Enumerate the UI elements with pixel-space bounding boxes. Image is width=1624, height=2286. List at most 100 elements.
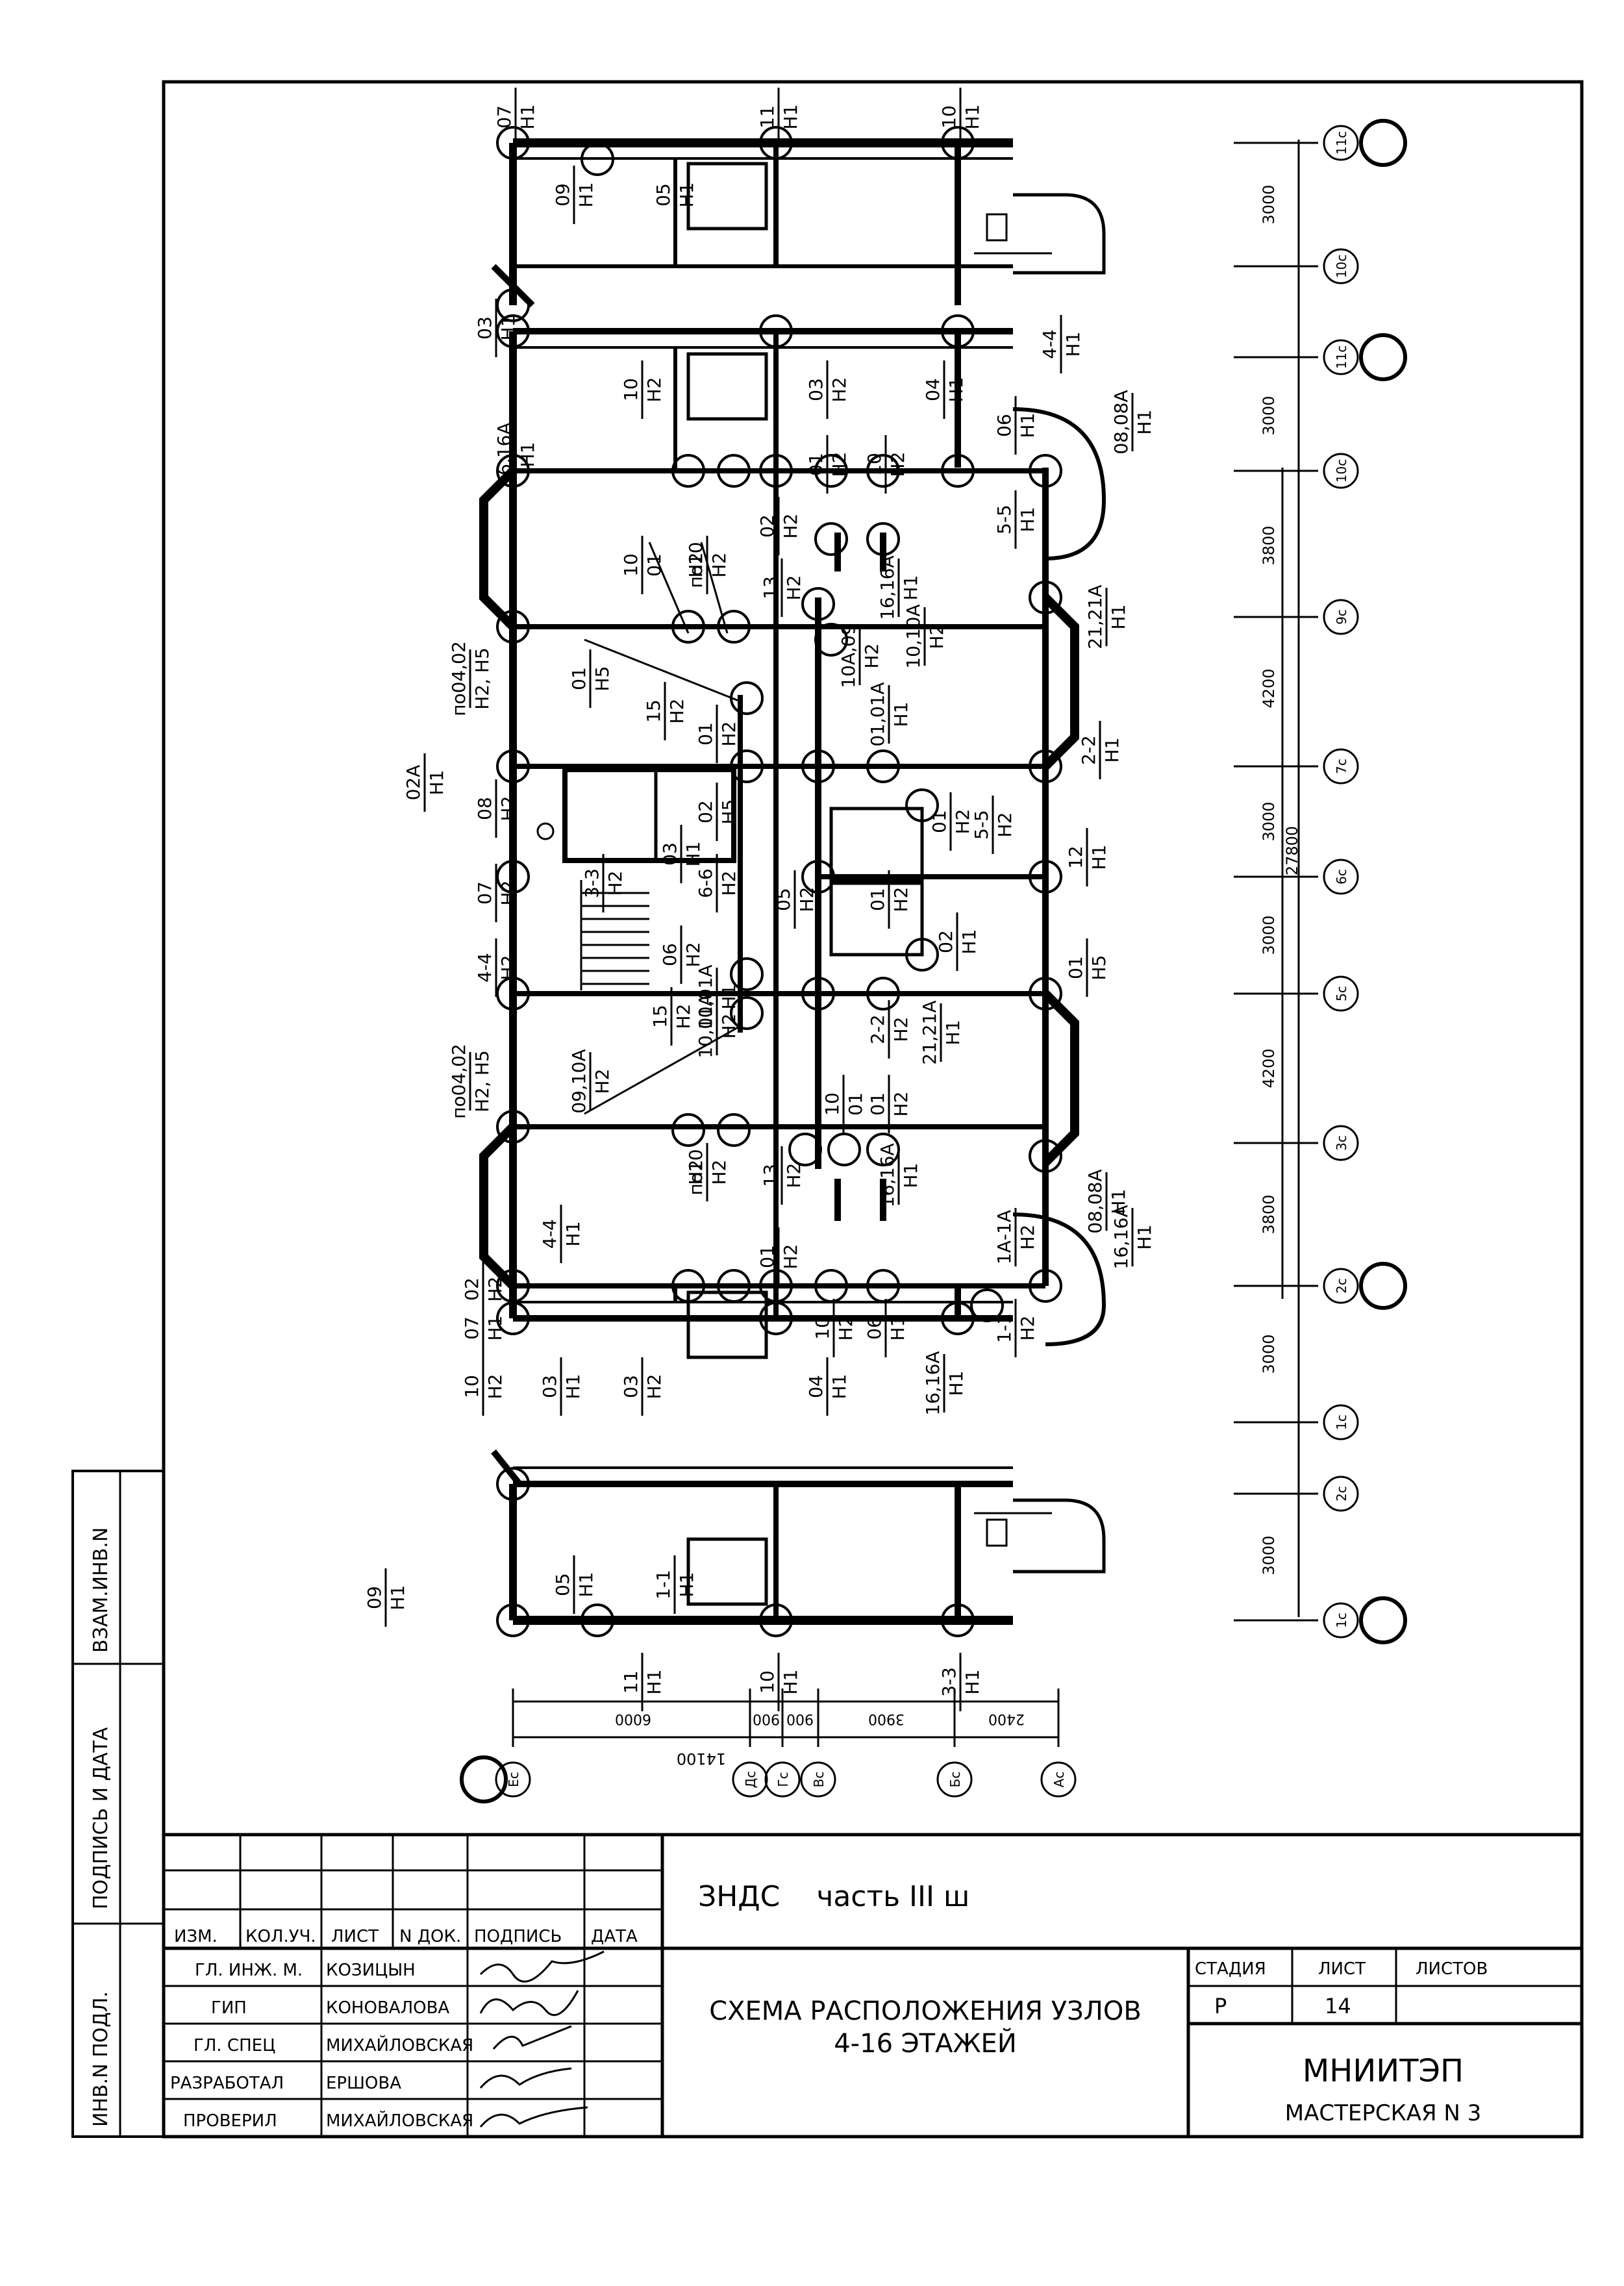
- svg-text:Н5: Н5: [718, 799, 740, 825]
- title-block: ИЗМ. КОЛ.УЧ. ЛИСТ N ДОК. ПОДПИСЬ ДАТА ГЛ…: [164, 1833, 1582, 2137]
- node-circle: [759, 454, 793, 488]
- svg-text:4-4: 4-4: [474, 953, 495, 983]
- svg-text:Н1: Н1: [1134, 410, 1155, 435]
- dim-right: 3800: [1260, 1194, 1278, 1234]
- grid-axis-bottom: Вс: [800, 1761, 836, 1798]
- tb-col-list: ЛИСТ: [331, 1927, 379, 1946]
- svg-text:Н1: Н1: [387, 1585, 408, 1611]
- node-circle: [496, 1301, 530, 1335]
- svg-text:06: 06: [659, 943, 681, 966]
- svg-text:07: 07: [493, 105, 515, 129]
- elevator-shaft: [562, 767, 736, 863]
- svg-text:Н1: Н1: [562, 1374, 584, 1400]
- svg-text:2-2: 2-2: [867, 1014, 888, 1044]
- svg-text:11с: 11с: [1334, 131, 1349, 155]
- grid-axis-right: 7с: [1323, 748, 1359, 785]
- tb-col-podpis: ПОДПИСЬ: [474, 1927, 562, 1946]
- svg-text:Н2: Н2: [829, 452, 850, 477]
- svg-text:по10: по10: [685, 542, 706, 588]
- svg-text:01: 01: [695, 722, 716, 746]
- svg-text:Н2: Н2: [643, 377, 665, 403]
- svg-text:09: 09: [364, 1586, 385, 1609]
- node-circle: [801, 587, 835, 621]
- svg-text:Н2: Н2: [783, 575, 805, 601]
- dim-right: 3000: [1260, 1334, 1278, 1374]
- svg-text:01: 01: [805, 453, 827, 476]
- svg-text:Н2: Н2: [708, 553, 730, 578]
- svg-text:Н1: Н1: [718, 985, 740, 1010]
- svg-text:1А-1А: 1А-1А: [993, 1210, 1015, 1264]
- sheet-frame: [162, 80, 1584, 2139]
- svg-text:Н1: Н1: [900, 575, 921, 601]
- tb-org: МНИИТЭП: [1303, 2053, 1464, 2089]
- svg-text:10: 10: [821, 1092, 843, 1116]
- svg-text:05: 05: [552, 1573, 573, 1596]
- svg-text:Н2: Н2: [497, 955, 519, 981]
- svg-text:Н1: Н1: [497, 316, 519, 341]
- svg-text:Н1: Н1: [575, 1572, 597, 1598]
- grid-axis-bottom: Дс: [732, 1761, 768, 1798]
- svg-text:21,21А: 21,21А: [1084, 584, 1106, 649]
- grid-axis-bottom: Ес: [495, 1761, 531, 1798]
- tb-role: ПРОВЕРИЛ: [183, 2111, 277, 2131]
- svg-text:13: 13: [760, 576, 781, 599]
- svg-text:по04,02: по04,02: [448, 641, 469, 716]
- svg-text:Н2: Н2: [796, 887, 818, 912]
- grid-axis-right: 11с: [1323, 125, 1359, 161]
- svg-text:Н2: Н2: [708, 1160, 730, 1185]
- svg-text:Н2: Н2: [994, 812, 1016, 838]
- grid-axis-bottom: Гс: [764, 1761, 801, 1798]
- svg-text:03: 03: [620, 1375, 642, 1398]
- svg-text:Н1: Н1: [962, 105, 983, 130]
- node-circle: [759, 314, 793, 348]
- svg-text:Н2: Н2: [484, 1277, 506, 1302]
- svg-text:16,16А: 16,16А: [877, 1143, 898, 1207]
- node-circle: [496, 610, 530, 644]
- svg-text:9с: 9с: [1334, 609, 1349, 625]
- svg-text:Н1: Н1: [945, 1371, 967, 1396]
- grid-axis-ring: [1359, 1262, 1407, 1310]
- svg-text:Н1: Н1: [958, 929, 980, 955]
- svg-text:03: 03: [805, 378, 827, 401]
- svg-text:01: 01: [1065, 956, 1086, 979]
- node-circle: [814, 1269, 848, 1303]
- grid-axis-ring: [1359, 333, 1407, 381]
- svg-text:10с: 10с: [1334, 255, 1349, 278]
- node-circle: [496, 977, 530, 1011]
- node-circle: [496, 1603, 530, 1637]
- node-circle: [905, 938, 939, 972]
- svg-text:07: 07: [474, 881, 495, 905]
- svg-text:01: 01: [867, 1092, 888, 1116]
- node-circle: [801, 860, 835, 894]
- svg-text:Н2: Н2: [643, 1374, 665, 1400]
- tb-title-line2: 4-16 ЭТАЖЕЙ: [834, 2028, 1017, 2059]
- svg-text:3-3: 3-3: [938, 1667, 960, 1697]
- svg-text:Н1: Н1: [517, 105, 538, 130]
- node-circle: [866, 977, 900, 1011]
- node-circle: [941, 126, 975, 160]
- svg-text:08,08А: 08,08А: [1084, 1169, 1106, 1233]
